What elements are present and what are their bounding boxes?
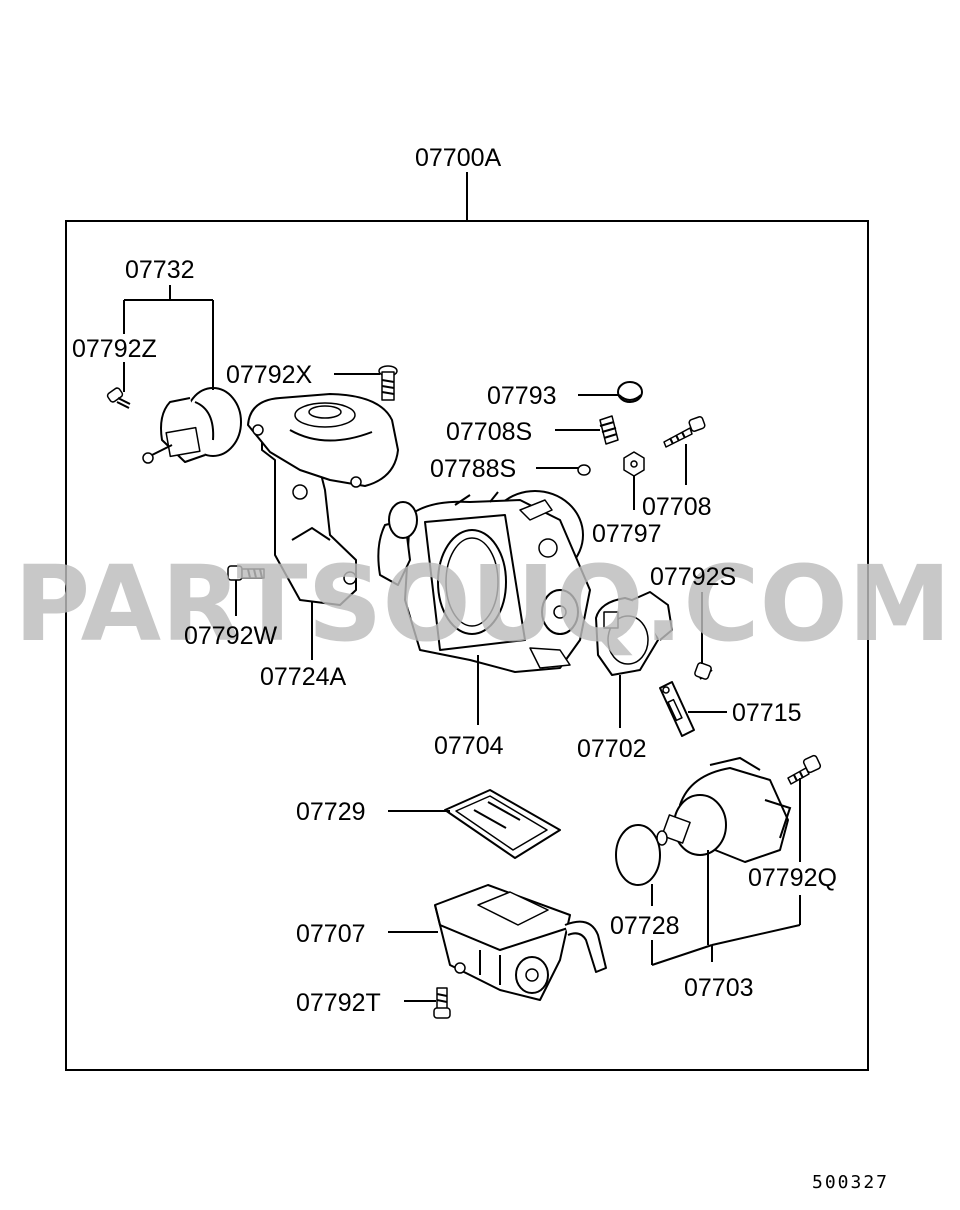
callout-07792t[interactable]: 07792T bbox=[296, 989, 381, 1017]
callout-07724a[interactable]: 07724A bbox=[260, 663, 347, 691]
document-number: 500327 bbox=[812, 1172, 889, 1193]
callout-07702[interactable]: 07702 bbox=[577, 735, 647, 763]
screw-07792s-drawing bbox=[694, 662, 713, 680]
callout-07729[interactable]: 07729 bbox=[296, 798, 366, 826]
callout-07792w[interactable]: 07792W bbox=[184, 622, 278, 650]
callout-07792x[interactable]: 07792X bbox=[226, 361, 313, 389]
callout-07707[interactable]: 07707 bbox=[296, 920, 366, 948]
cap-07793-drawing bbox=[617, 381, 643, 403]
callout-07793[interactable]: 07793 bbox=[487, 382, 557, 410]
ring-07728-drawing bbox=[615, 824, 661, 886]
callout-07792z[interactable]: 07792Z bbox=[72, 335, 157, 363]
callout-07792q[interactable]: 07792Q bbox=[748, 864, 837, 892]
plate-07715-drawing bbox=[659, 681, 695, 737]
sensor-07732-drawing bbox=[142, 387, 242, 464]
sensor-07702-drawing bbox=[595, 591, 673, 676]
callout-07703[interactable]: 07703 bbox=[684, 974, 754, 1002]
screw-07792q-drawing bbox=[787, 754, 822, 785]
screw-07792x-drawing bbox=[378, 365, 398, 401]
callout-07792s[interactable]: 07792S bbox=[650, 563, 736, 591]
callout-07728[interactable]: 07728 bbox=[610, 912, 680, 940]
callout-07708[interactable]: 07708 bbox=[642, 493, 712, 521]
isc-07703-drawing bbox=[656, 756, 792, 863]
ring-07788s-drawing bbox=[577, 464, 591, 476]
bolt-07708-drawing bbox=[663, 416, 706, 448]
callout-07715[interactable]: 07715 bbox=[732, 699, 802, 727]
callout-07704[interactable]: 07704 bbox=[434, 732, 504, 760]
bracket-07724a-drawing bbox=[247, 393, 399, 606]
housing-07707-drawing bbox=[434, 884, 607, 1001]
screw-07792t-drawing bbox=[433, 987, 451, 1019]
callout-07732[interactable]: 07732 bbox=[125, 256, 195, 284]
throttle-body-07704-drawing bbox=[377, 490, 591, 673]
screw-07792z-drawing bbox=[106, 387, 131, 409]
assembly-label[interactable]: 07700A bbox=[415, 144, 502, 172]
watermark: PARTSOUQ.COM bbox=[14, 543, 951, 665]
leader-lines bbox=[123, 285, 801, 1002]
callout-07797[interactable]: 07797 bbox=[592, 520, 662, 548]
callout-07708s[interactable]: 07708S bbox=[446, 418, 532, 446]
screw-07708s-drawing bbox=[599, 415, 619, 445]
nut-07797-drawing bbox=[623, 451, 645, 477]
callout-07788s[interactable]: 07788S bbox=[430, 455, 516, 483]
gasket-07729-drawing bbox=[444, 789, 561, 859]
